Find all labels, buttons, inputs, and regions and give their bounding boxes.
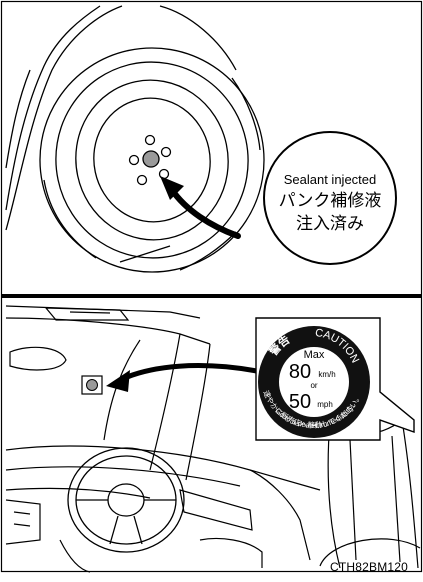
pillar-arrow <box>117 363 265 383</box>
caution-or-label: or <box>310 381 317 390</box>
sealant-line1: Sealant injected <box>284 172 377 187</box>
panel-divider <box>2 294 421 298</box>
steering-wheel <box>67 447 185 553</box>
figure-code: CTH82BM120 <box>330 560 409 574</box>
sealant-line2: パンク補修液 <box>279 191 382 210</box>
tire-arrow-head <box>160 176 184 200</box>
sealant-sticker: Sealant injected パンク補修液 注入済み <box>263 131 397 265</box>
tire-illustration <box>5 5 265 273</box>
pillar-arrow-head <box>106 370 130 392</box>
sealant-line3: 注入済み <box>296 214 364 233</box>
tire-arrow <box>169 187 241 239</box>
caution-unit-kmh: km/h <box>318 370 335 379</box>
caution-speed-kmh: 80 <box>289 361 311 383</box>
caution-max-label: Max <box>304 349 325 361</box>
pillar-sticker-location <box>81 375 103 395</box>
caution-speed-mph: 50 <box>289 391 311 413</box>
caution-sticker: 警告 CAUTION 速やかに販売店へ移動してください。 Go to a dea… <box>255 317 415 441</box>
caution-unit-mph: mph <box>317 400 333 409</box>
